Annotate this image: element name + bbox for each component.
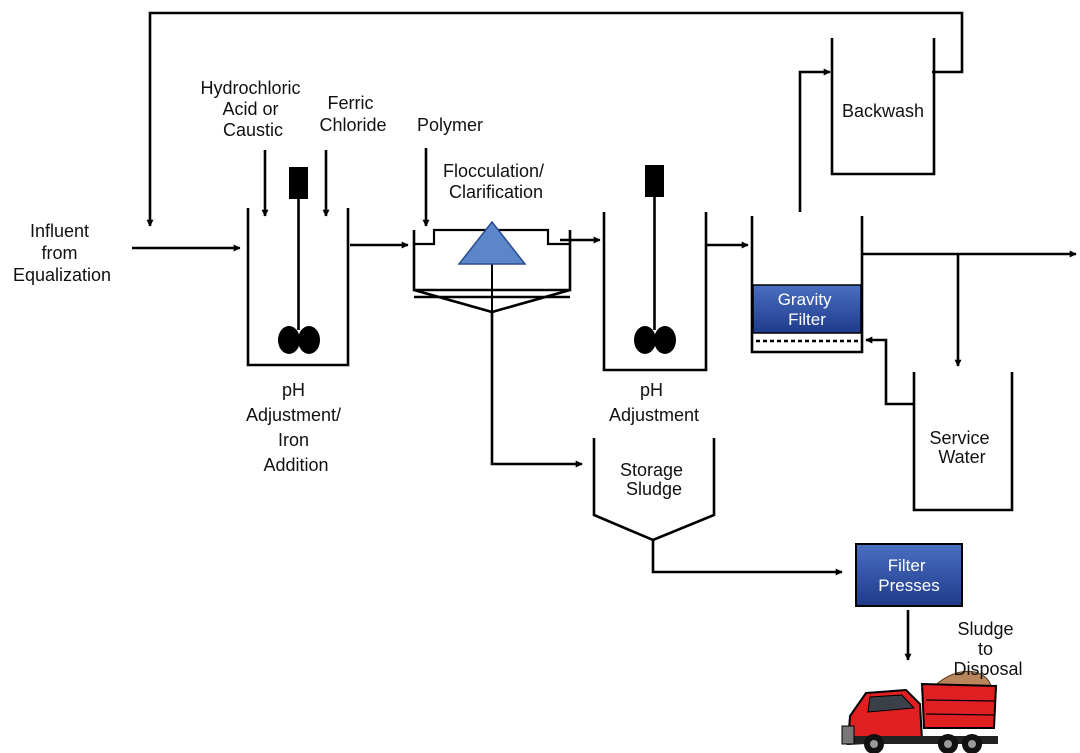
ferric-label-2: Chloride (319, 115, 386, 135)
sludge-disposal-label-2: to (978, 639, 993, 659)
svg-text:pH Adjustment/ Iron: pH Adjustment/ Iron Addition (246, 380, 346, 475)
svg-text:Hydrochloric Acid or C: Hydrochloric Acid or Caustic (200, 78, 305, 140)
ph-adjust-label-2: Adjustment (609, 405, 699, 425)
ph-iron-label-3: Iron (278, 430, 309, 450)
filter-to-backwash-line (798, 68, 831, 212)
ferric-label-1: Ferric (327, 93, 373, 113)
influent-label-3: Equalization (13, 265, 111, 285)
svg-text:Gravity Filter: Gravity Filter (778, 290, 837, 329)
svg-text:pH Adjustment: pH Adjustment (609, 380, 699, 425)
service-water-tank: Service Water (912, 372, 1014, 512)
svg-text:Ferric Chloride: Ferric Chloride (319, 93, 386, 135)
ph-iron-label-1: pH (282, 380, 305, 400)
storage-sludge-label-2: Sludge (626, 479, 682, 499)
influent-label-2: from (41, 243, 77, 263)
service-water-return-line (865, 336, 914, 406)
mixer-icon (634, 165, 676, 354)
influent-label-1: Influent (30, 221, 89, 241)
svg-text:Influent from Equaliza: Influent from Equalization (13, 221, 111, 285)
gravity-filter-box (752, 284, 862, 334)
svg-text:Storage Sludge: Storage Sludge (620, 460, 688, 499)
filter-presses-label-2: Presses (878, 576, 939, 595)
filter-presses-label-1: Filter (888, 556, 926, 575)
polymer-label: Polymer (417, 115, 483, 135)
ph-adjust-label-1: pH (640, 380, 663, 400)
hcl-label-3: Caustic (223, 120, 283, 140)
clarifier-tank (412, 220, 572, 314)
backwash-tank: Backwash (830, 38, 936, 176)
storage-sludge-label-1: Storage (620, 460, 683, 480)
flocculation-label-2: Clarification (449, 182, 543, 202)
svg-text:Service Water: Service Water (929, 428, 994, 467)
backwash-label: Backwash (842, 101, 924, 121)
storage-to-presses-line (651, 540, 843, 576)
service-water-label-1: Service (929, 428, 989, 448)
flow-lines (132, 11, 1077, 661)
gravity-filter-label-1: Gravity (778, 290, 832, 309)
flocculation-label-1: Flocculation/ (443, 161, 544, 181)
sludge-disposal-label-1: Sludge (957, 619, 1013, 639)
service-water-label-2: Water (938, 447, 985, 467)
svg-text:Flocculation/ Clarificatio: Flocculation/ Clarification (443, 161, 549, 202)
gravity-filter-tank: Gravity Filter (750, 216, 864, 354)
filter-presses-box: Filter Presses (855, 543, 963, 607)
backwash-recycle-line (146, 11, 964, 227)
dump-truck-icon (841, 670, 998, 753)
svg-text:Filter Presses: Filter Presses (878, 556, 939, 595)
ph-adjust-tank (602, 165, 708, 372)
storage-sludge-tank: Storage Sludge (592, 438, 716, 542)
ph-iron-label-4: Addition (263, 455, 328, 475)
triangle-clarifier-icon (457, 220, 527, 265)
hcl-label-2: Acid or (222, 99, 278, 119)
sludge-disposal-label-3: Disposal (953, 659, 1022, 679)
ph-iron-tank (246, 167, 350, 367)
hcl-label-1: Hydrochloric (200, 78, 300, 98)
mixer-icon (278, 167, 320, 354)
underflow-to-storage-line (490, 312, 583, 468)
svg-text:Sludge to Disposal: Sludge to Disposal (953, 619, 1022, 679)
ph-iron-label-2: Adjustment/ (246, 405, 341, 425)
gravity-filter-label-2: Filter (788, 310, 826, 329)
